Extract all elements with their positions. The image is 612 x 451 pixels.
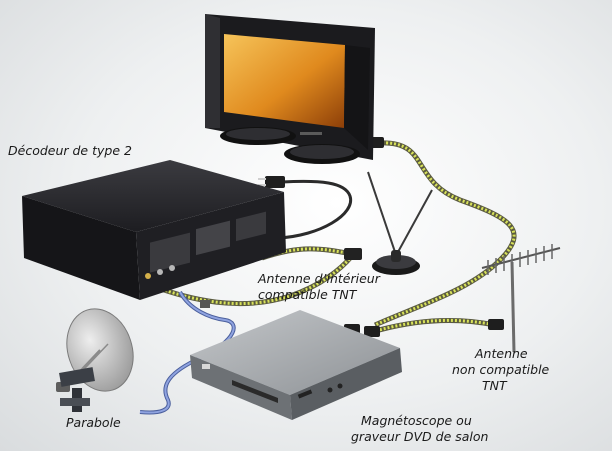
outdoor-antenna-label-line-1: Antenne	[475, 346, 528, 361]
recorder-box	[190, 310, 402, 420]
dish-label: Parabole	[66, 415, 121, 430]
outdoor-antenna-connector	[488, 319, 504, 330]
decoder-rear-panel	[145, 211, 266, 279]
power-plug	[258, 176, 285, 188]
recorder-label-line-1: Magnétoscope ou	[361, 413, 472, 428]
outdoor-antenna-label-line-2: non compatible	[452, 362, 550, 377]
tv-screen	[205, 14, 375, 164]
indoor-antenna	[367, 171, 433, 275]
coax-connector	[200, 300, 210, 308]
decoder-box	[22, 160, 286, 300]
hdmi-cable-outdoor-antenna	[344, 317, 504, 337]
outdoor-antenna-label-line-3: TNT	[482, 378, 507, 393]
decoder-label: Décodeur de type 2	[8, 143, 132, 158]
satellite-dish	[56, 308, 134, 412]
recorder-connector-right	[364, 326, 380, 337]
indoor-antenna-label-line-1: Antenne d’intérieur	[258, 271, 380, 286]
recorder-front-panel	[202, 364, 343, 403]
power-cable	[258, 176, 353, 240]
indoor-antenna-label-line-2: compatible TNT	[258, 287, 357, 302]
outdoor-antenna	[481, 244, 561, 353]
hdmi-cable-tv	[368, 137, 517, 328]
antenna-connector	[344, 248, 362, 260]
recorder-label-line-2: graveur DVD de salon	[351, 429, 489, 444]
power-cable-line	[277, 179, 353, 240]
tv-stand	[220, 127, 360, 164]
dish-mount	[59, 367, 95, 412]
